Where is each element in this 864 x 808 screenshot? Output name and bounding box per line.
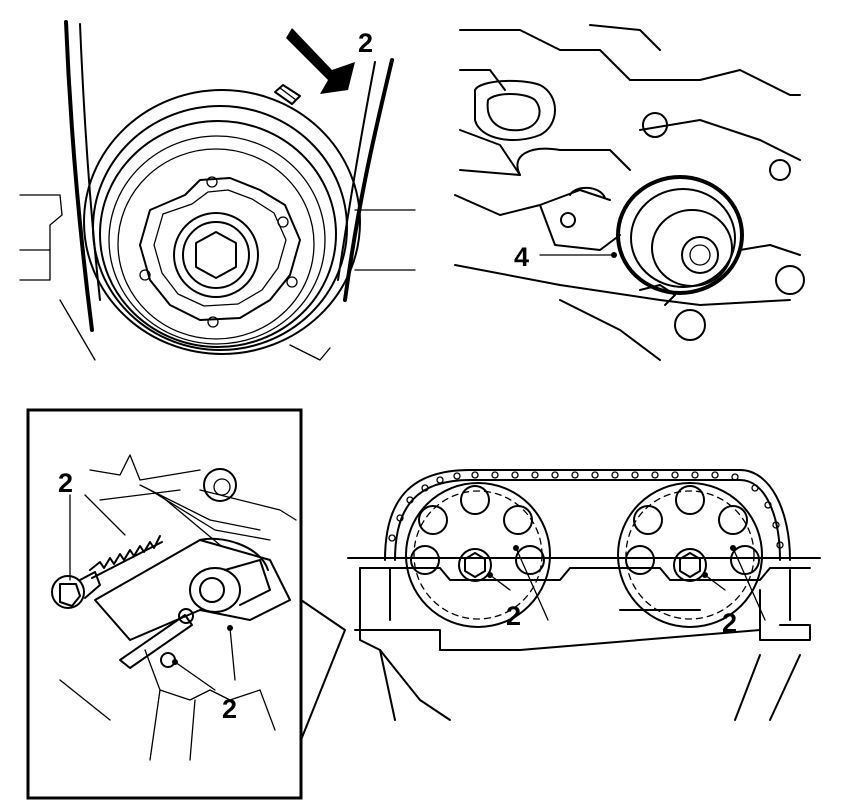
callout-pulley: 2: [358, 28, 373, 58]
leader-br-1: [489, 574, 511, 591]
pulley-center-ring: [173, 212, 259, 298]
leader-br-4: [732, 547, 766, 621]
plug-bolt: [51, 575, 85, 609]
leader-bl-2: [84, 494, 126, 536]
panel-camshaft-sprockets: 2 2: [347, 469, 821, 721]
leader-bl-4: [174, 661, 216, 691]
tensioner-plunger: [189, 567, 241, 613]
guide-pin: [119, 614, 193, 669]
timing-mark: [274, 84, 301, 105]
callout-seal: 4: [514, 242, 529, 272]
oil-seal-ring: [616, 175, 744, 295]
arrow-marker-icon: [286, 28, 355, 94]
callout-sprocket-right: 2: [722, 608, 737, 638]
callout-tensioner-bottom: 2: [222, 694, 237, 724]
leader-br-3: [704, 574, 726, 591]
chain-links: [388, 471, 784, 549]
pulley-hub-plate: [139, 177, 301, 321]
panel-crankshaft-pulley: 2: [19, 20, 416, 361]
callout-tensioner-top: 2: [58, 468, 73, 498]
camshaft-sprocket-right: [617, 482, 763, 628]
panel-tensioner-detail: 2 2: [26, 408, 346, 800]
camshaft-sprocket-left: [405, 482, 551, 628]
drive-belt-left: [64, 20, 94, 332]
detail-frame: [26, 408, 303, 800]
pulley-outer-rim: [83, 89, 361, 355]
panel-oil-seal: 4: [454, 24, 805, 361]
tensioner-spring: [89, 535, 161, 571]
callout-sprocket-left: 2: [506, 601, 521, 631]
leader-bl-3: [229, 627, 236, 681]
pulley-bolt: [195, 231, 237, 279]
leader-br-2: [515, 547, 549, 621]
timing-chain: [384, 469, 791, 561]
drive-belt-right: [343, 58, 394, 302]
